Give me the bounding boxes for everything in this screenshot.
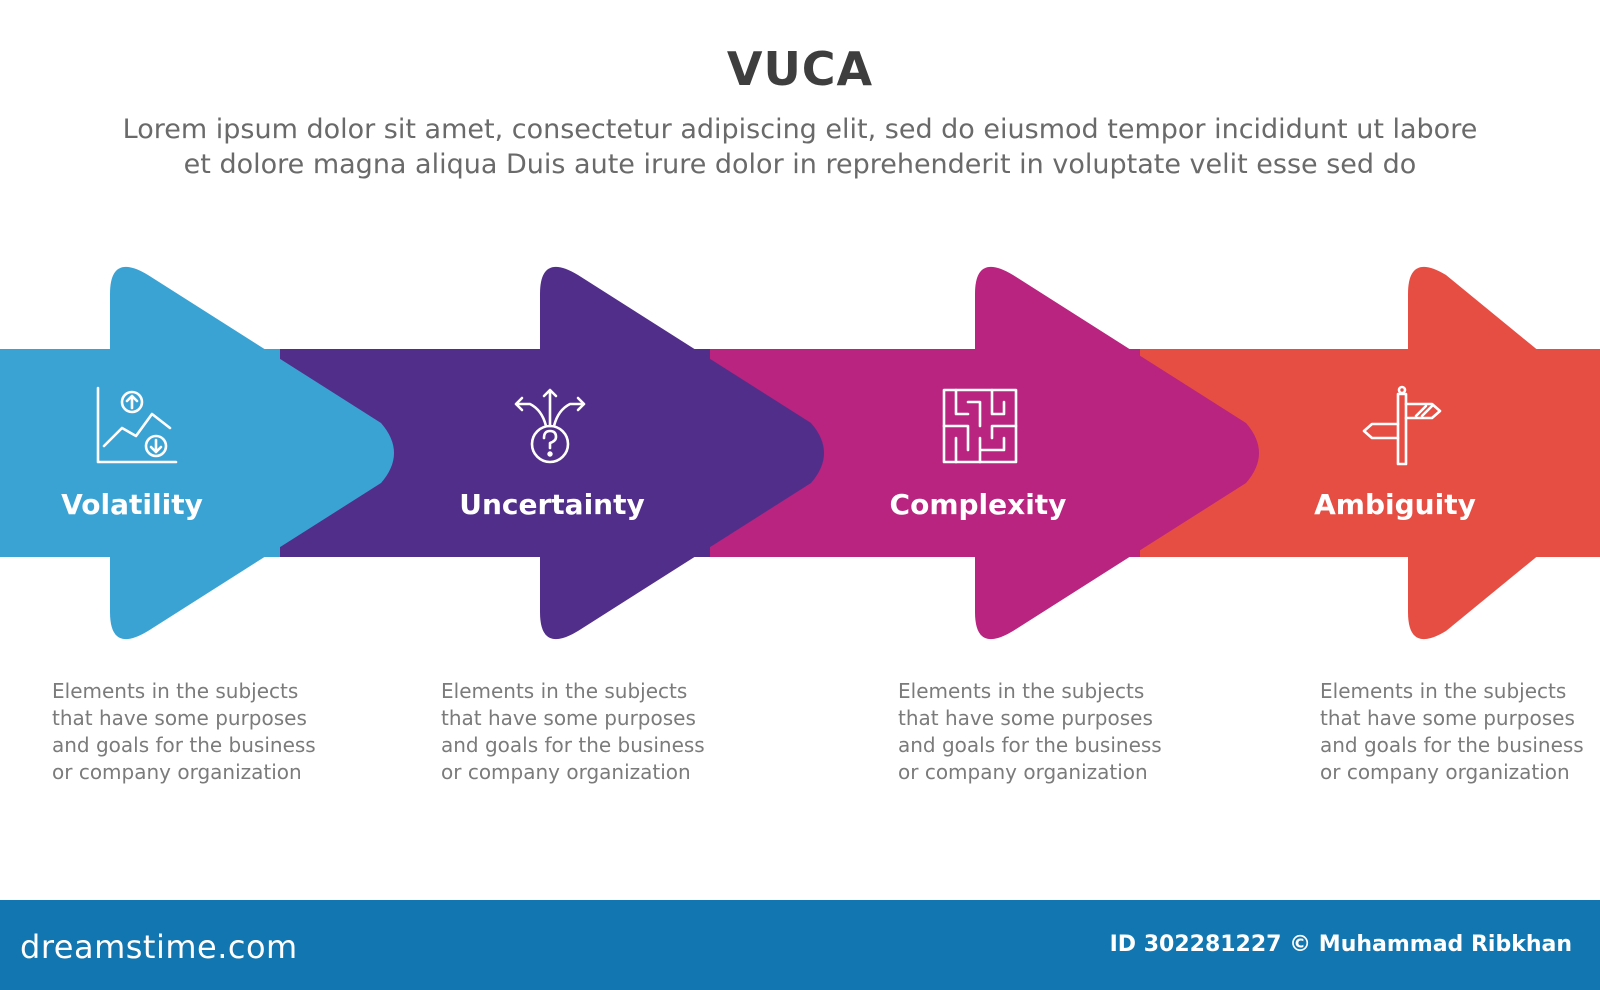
- subtitle-line-1: Lorem ipsum dolor sit amet, consectetur …: [122, 114, 1478, 145]
- desc-line: Elements in the subjects: [441, 679, 688, 703]
- stage-label-volatility: Volatility: [61, 488, 203, 521]
- subtitle: Lorem ipsum dolor sit amet, consectetur …: [60, 112, 1540, 182]
- footer-bar: dreamstime.com ID 302281227 © Muhammad R…: [0, 900, 1600, 990]
- desc-line: or company organization: [898, 760, 1148, 784]
- page-title: VUCA: [726, 42, 874, 96]
- desc-line: and goals for the business: [898, 733, 1162, 757]
- maze-icon: [942, 388, 1018, 464]
- stage-4-arrowhead: [1408, 266, 1600, 640]
- stage-label-uncertainty: Uncertainty: [459, 488, 645, 521]
- stage-2-arrowhead: [540, 266, 824, 640]
- desc-line: or company organization: [1320, 760, 1570, 784]
- desc-line: Elements in the subjects: [1320, 679, 1567, 703]
- desc-line: Elements in the subjects: [898, 679, 1145, 703]
- stage-label-ambiguity: Ambiguity: [1314, 488, 1476, 521]
- stage-description-complexity: Elements in the subjects that have some …: [898, 678, 1178, 786]
- desc-line: or company organization: [441, 760, 691, 784]
- chart-up-down-icon: [96, 386, 178, 464]
- stage-description-volatility: Elements in the subjects that have some …: [52, 678, 332, 786]
- stage-description-ambiguity: Elements in the subjects that have some …: [1320, 678, 1600, 786]
- desc-line: that have some purposes: [1320, 706, 1575, 730]
- image-credit: ID 302281227 © Muhammad Ribkhan: [1109, 932, 1572, 957]
- stage-1-arrowhead: [110, 266, 394, 640]
- stage-label-complexity: Complexity: [889, 488, 1067, 521]
- question-arrows-icon: [514, 388, 586, 464]
- desc-line: and goals for the business: [52, 733, 316, 757]
- stage-description-uncertainty: Elements in the subjects that have some …: [441, 678, 721, 786]
- desc-line: that have some purposes: [52, 706, 307, 730]
- stage-3-arrowhead: [975, 266, 1259, 640]
- dreamstime-logo[interactable]: dreamstime.com: [20, 928, 298, 966]
- desc-line: and goals for the business: [441, 733, 705, 757]
- desc-line: that have some purposes: [441, 706, 696, 730]
- signpost-icon: [1362, 385, 1442, 466]
- desc-line: and goals for the business: [1320, 733, 1584, 757]
- subtitle-line-2: et dolore magna aliqua Duis aute irure d…: [183, 149, 1417, 180]
- desc-line: that have some purposes: [898, 706, 1153, 730]
- desc-line: Elements in the subjects: [52, 679, 299, 703]
- desc-line: or company organization: [52, 760, 302, 784]
